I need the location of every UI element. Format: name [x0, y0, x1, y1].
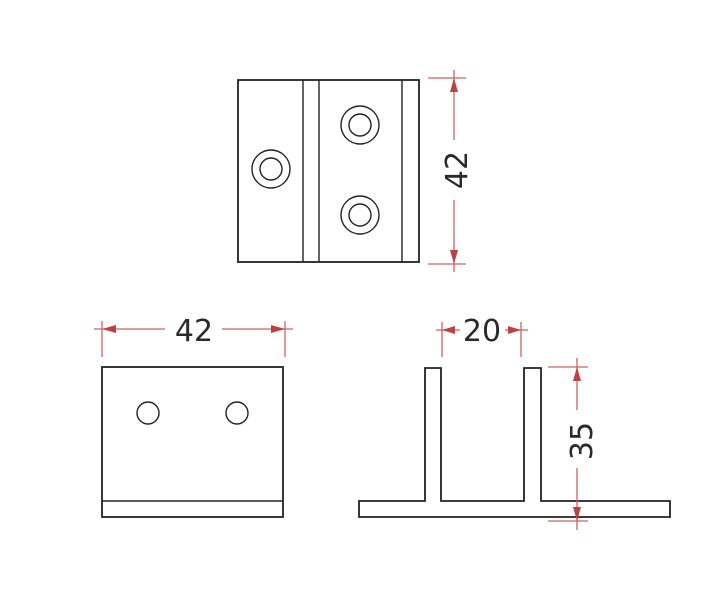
top-view-hole-upper — [340, 105, 380, 145]
dimension-label-side-view-width: 20 — [463, 314, 501, 349]
front-view — [101, 366, 284, 518]
front-view-hole-right — [225, 401, 249, 425]
front-view-outline — [101, 366, 284, 518]
dimension-label-front-view-width: 42 — [175, 314, 213, 349]
top-view-hole-lower — [340, 195, 380, 235]
dimension-label-side-view-height: 35 — [565, 422, 600, 460]
dimension-front-view-width: 42 — [94, 314, 293, 357]
front-view-hole-left — [136, 401, 160, 425]
top-view-outline — [237, 79, 420, 263]
dimension-side-view-height: 35 — [548, 358, 600, 530]
side-view-outline — [358, 367, 671, 518]
side-view — [358, 367, 671, 518]
top-view — [237, 79, 420, 263]
dimension-side-view-width: 20 — [436, 314, 528, 357]
dimension-label-top-view-height: 42 — [440, 151, 475, 189]
top-view-hole-left — [251, 149, 291, 189]
dimension-top-view-height: 42 — [428, 70, 475, 272]
